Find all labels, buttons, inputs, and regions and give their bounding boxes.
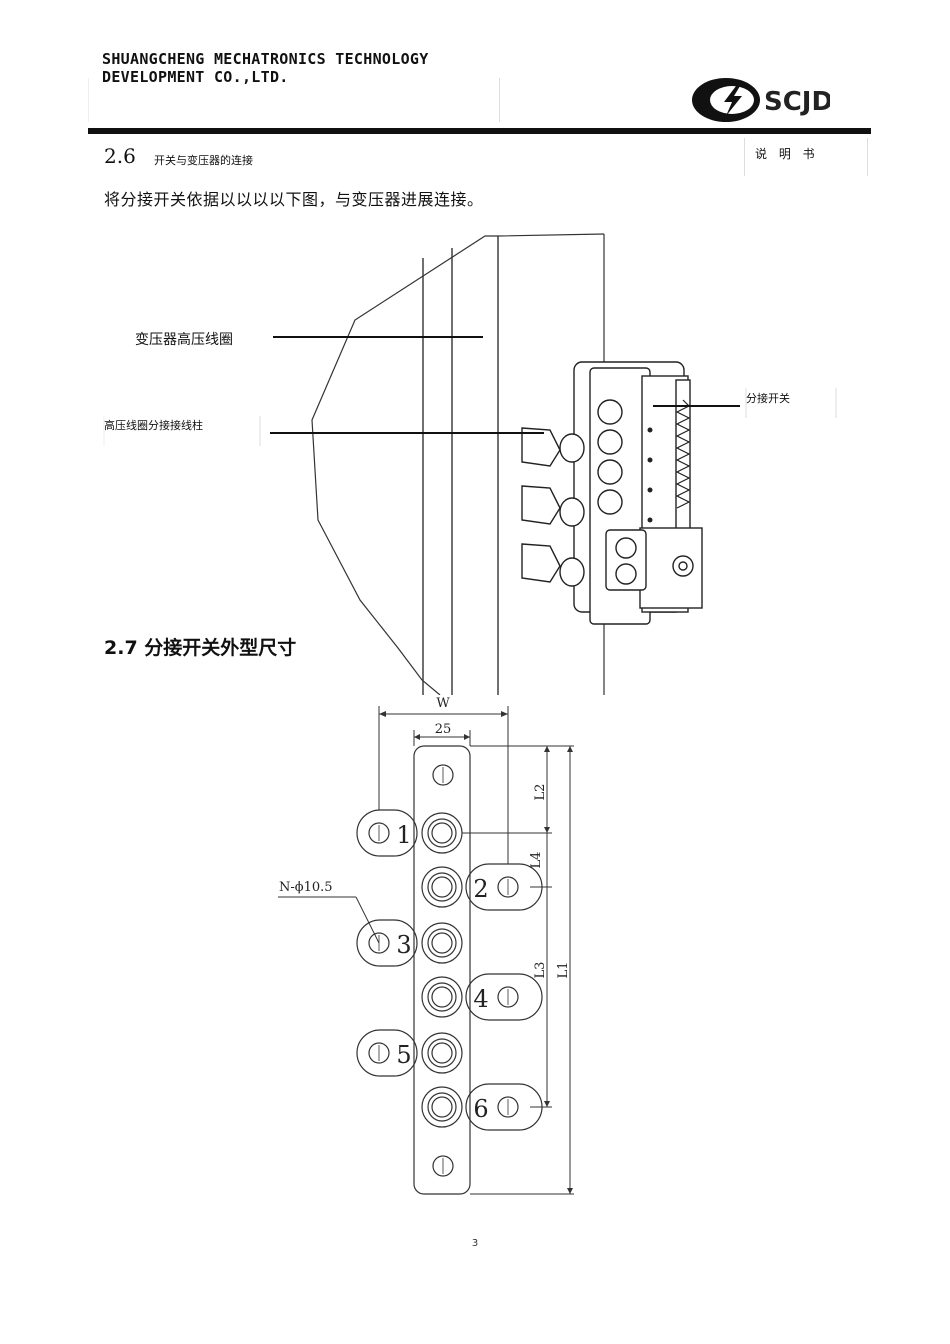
dim-w-label: W: [436, 696, 450, 711]
main-strip: [413, 745, 471, 1195]
label-transformer-coil: 变压器高压线圈: [135, 332, 233, 348]
lightning-logo-icon: SCJD: [692, 78, 833, 122]
transformer-connection-figure: [103, 233, 837, 695]
dim-l1-label: L1: [556, 962, 571, 979]
company-name-line1: SHUANGCHENG MECHATRONICS TECHNOLOGY: [102, 50, 429, 68]
header-box: [88, 78, 500, 122]
terminal-2-label: 2: [473, 875, 488, 903]
company-logo: SCJD: [690, 74, 833, 126]
page-number: 3: [471, 1238, 479, 1249]
company-name: SHUANGCHENG MECHATRONICS TECHNOLOGY DEVE…: [102, 50, 429, 86]
label-tap-switch: 分接开关: [746, 392, 790, 405]
terminal-1-label: 1: [396, 821, 411, 849]
section-2-6-number: 2.6: [104, 144, 136, 168]
dimension-drawing: W 25 N-ϕ10.5 L2 L4 L3 L1 1 2 3 4 5 6: [278, 696, 574, 1195]
terminal-posts: [521, 427, 585, 587]
header-rule: [88, 128, 871, 134]
tap-changer-drawing: [521, 361, 703, 625]
doc-type-label: 说 明 书: [744, 138, 868, 176]
section-2-6-text: 将分接开关依据以以以以下图，与变压器进展连接。: [104, 190, 484, 209]
company-name-line2: DEVELOPMENT CO.,LTD.: [102, 68, 289, 86]
contact-rings: [421, 812, 463, 1128]
terminal-5-label: 5: [396, 1041, 411, 1069]
dim-l4-label: L4: [529, 852, 544, 869]
coil-outline: [311, 233, 605, 695]
section-2-6-title: 开关与变压器的连接: [154, 154, 253, 167]
dim-l3-label: L3: [533, 962, 548, 979]
terminal-3-label: 3: [396, 931, 411, 959]
dim-hole-label: N-ϕ10.5: [279, 880, 333, 895]
dim-25-label: 25: [435, 722, 452, 737]
label-coil-terminal: 高压线圈分接接线柱: [104, 419, 203, 432]
dim-l2-label: L2: [533, 784, 548, 801]
logo-text: SCJD: [764, 87, 830, 117]
terminal-4-label: 4: [473, 985, 488, 1013]
terminal-6-label: 6: [473, 1095, 488, 1123]
section-2-7-heading: 2.7 分接开关外型尺寸: [104, 637, 297, 659]
